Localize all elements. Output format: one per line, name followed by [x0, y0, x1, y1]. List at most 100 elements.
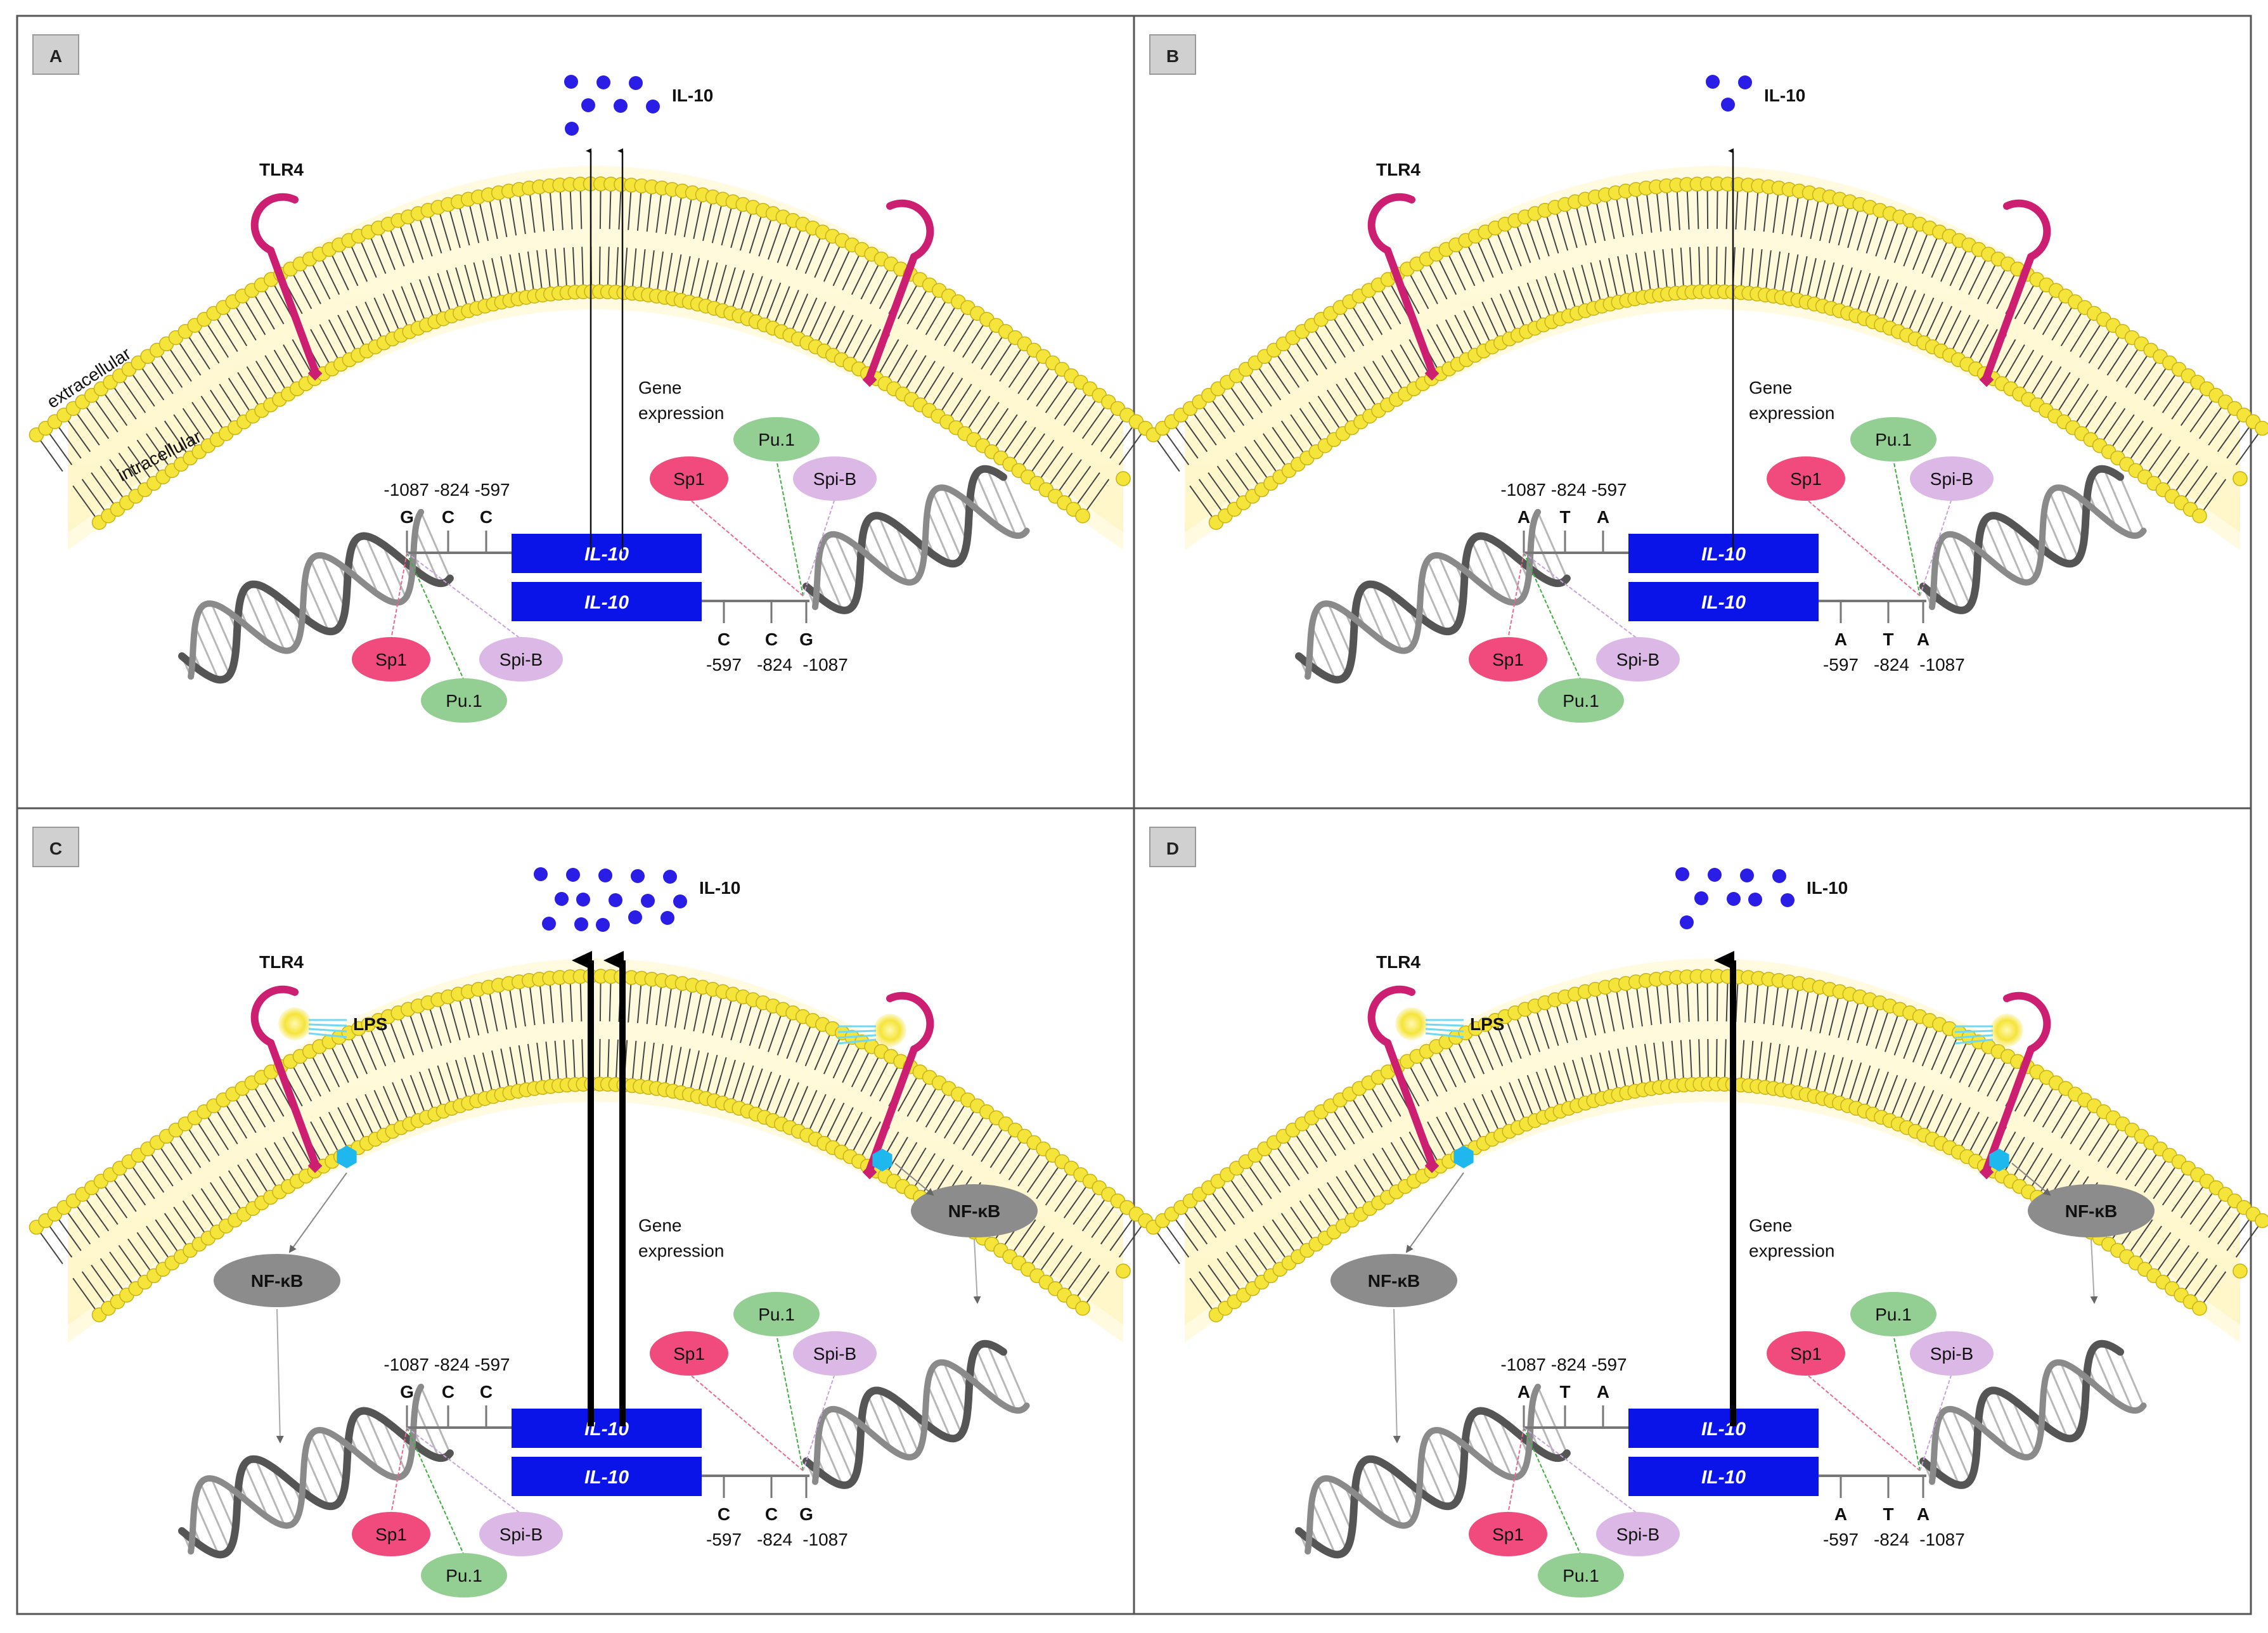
tlr4-stalk: [866, 1045, 918, 1173]
lipid-tail: [1358, 295, 1383, 335]
lipid-tail: [1282, 1135, 1309, 1175]
dna-strand: [1295, 1407, 1571, 1559]
lipid-tail: [1000, 420, 1028, 458]
lipid-tail: [549, 186, 555, 231]
lipid-tail: [1696, 184, 1699, 229]
snp-allele-top: A: [1517, 1382, 1530, 1402]
lipid-tail: [1906, 294, 1926, 336]
sp1-factor-ellipse: [650, 456, 728, 501]
lipid-tail: [1416, 263, 1438, 304]
il10-gene-label: IL-10: [584, 592, 629, 613]
lipid-tail: [1208, 395, 1235, 433]
lipid-tail: [973, 401, 1000, 440]
lipid-tail: [283, 344, 307, 384]
lipid-tail: [1299, 1200, 1326, 1239]
tf-binding-line: [688, 1373, 804, 1471]
lipid-tail: [1753, 186, 1760, 231]
lipid-tail: [814, 236, 834, 278]
lipid-tail: [448, 204, 461, 248]
lipid-tail: [920, 366, 945, 406]
lipid-tail: [518, 981, 526, 1027]
lipid-tail: [2171, 1174, 2198, 1212]
lipid-tail: [1653, 1042, 1660, 1088]
dna-rung: [321, 1430, 346, 1485]
lipid-tail: [2153, 1161, 2180, 1199]
dna-strand: [812, 484, 1030, 610]
pu1-factor-label: Pu.1: [1875, 430, 1912, 449]
lipid-tail: [1828, 991, 1841, 1036]
lipid-tail: [581, 1039, 584, 1085]
dna-rung: [1983, 520, 2009, 575]
lipid-tail: [1390, 349, 1415, 389]
lipid-tail: [2180, 1180, 2208, 1218]
lipid-tail: [194, 1117, 220, 1156]
tlr4-receptor: [1979, 199, 2051, 387]
lipid-tail: [1968, 1046, 1989, 1088]
lipid-tail: [1254, 362, 1282, 401]
dna-rung: [210, 603, 236, 658]
lipid-tail: [786, 1016, 804, 1059]
lipid-tail: [1735, 184, 1739, 229]
il10-cytokine-dot: [534, 867, 548, 881]
lipid-tail: [100, 388, 128, 426]
lipid-tail: [2162, 453, 2190, 491]
lipid-tail: [1724, 1039, 1727, 1085]
il10-cytokine-dot: [614, 99, 628, 113]
lipid-tail: [1018, 1225, 1045, 1263]
lipid-tail: [509, 1047, 519, 1092]
nfkb-left-ellipse: [1331, 1254, 1457, 1307]
lipid-tail: [1789, 1047, 1799, 1092]
lipid-tail: [879, 268, 901, 309]
lipid-tail: [328, 1042, 349, 1083]
gene-expression-label: expression: [1749, 1241, 1834, 1261]
snp-allele-bottom: C: [718, 629, 730, 649]
tf-binding-line: [1523, 552, 1639, 640]
lipid-tail: [72, 408, 100, 446]
snp-allele-bottom: A: [1917, 629, 1930, 649]
lipid-tail: [789, 294, 809, 336]
lipid-tail: [796, 1020, 814, 1063]
tlr4-label: TLR4: [1376, 952, 1421, 972]
pu1-factor-label: Pu.1: [758, 1305, 795, 1324]
dna-rung: [309, 560, 341, 627]
lps-tail: [308, 1023, 347, 1027]
lipid-tail: [1897, 1082, 1916, 1125]
lipid-tail: [1017, 356, 1044, 394]
lipid-tail: [2235, 427, 2263, 465]
lipid-tail: [138, 1154, 165, 1193]
membrane-core: [1185, 976, 2240, 1325]
lipid-tail: [1599, 260, 1611, 304]
lipid-tail: [407, 216, 424, 260]
lipid-tail: [902, 1147, 927, 1187]
lipid-tail: [1524, 1009, 1541, 1052]
lipid-tail: [1504, 1016, 1522, 1059]
lipid-tail: [487, 987, 498, 1032]
lipid-tail: [1381, 355, 1406, 395]
lipid-tail: [242, 295, 266, 335]
lipid-tail: [768, 216, 784, 260]
lipid-tail: [2199, 1271, 2227, 1309]
tf-binding-line: [1805, 1373, 1921, 1471]
lipid-tail: [228, 378, 254, 416]
lipid-tail: [1987, 1055, 2009, 1097]
lipid-tail: [1152, 434, 1180, 472]
dna-rung: [1940, 1413, 1971, 1481]
pu1-factor-ellipse: [733, 1292, 820, 1336]
pu1-factor-ellipse: [1538, 678, 1624, 723]
lipid-tail: [683, 984, 693, 1030]
il10-cytokine-dot: [1694, 891, 1708, 905]
nfkb-right-label: NF-κB: [948, 1201, 1000, 1221]
lipid-tail: [1875, 213, 1891, 257]
lipid-tail: [1959, 1042, 1980, 1083]
lipid-tail: [1889, 286, 1907, 329]
lipid-tail: [1216, 465, 1244, 503]
lipid-tail: [563, 1040, 568, 1085]
lipid-tail: [1574, 993, 1587, 1038]
snp-position: -1087: [1919, 655, 1965, 674]
dna-rung: [271, 1466, 297, 1521]
lipid-tail: [156, 1142, 183, 1180]
lipid-tail: [310, 1121, 333, 1162]
lipid-tail: [2051, 301, 2076, 341]
tf-binding-line: [1523, 552, 1582, 681]
